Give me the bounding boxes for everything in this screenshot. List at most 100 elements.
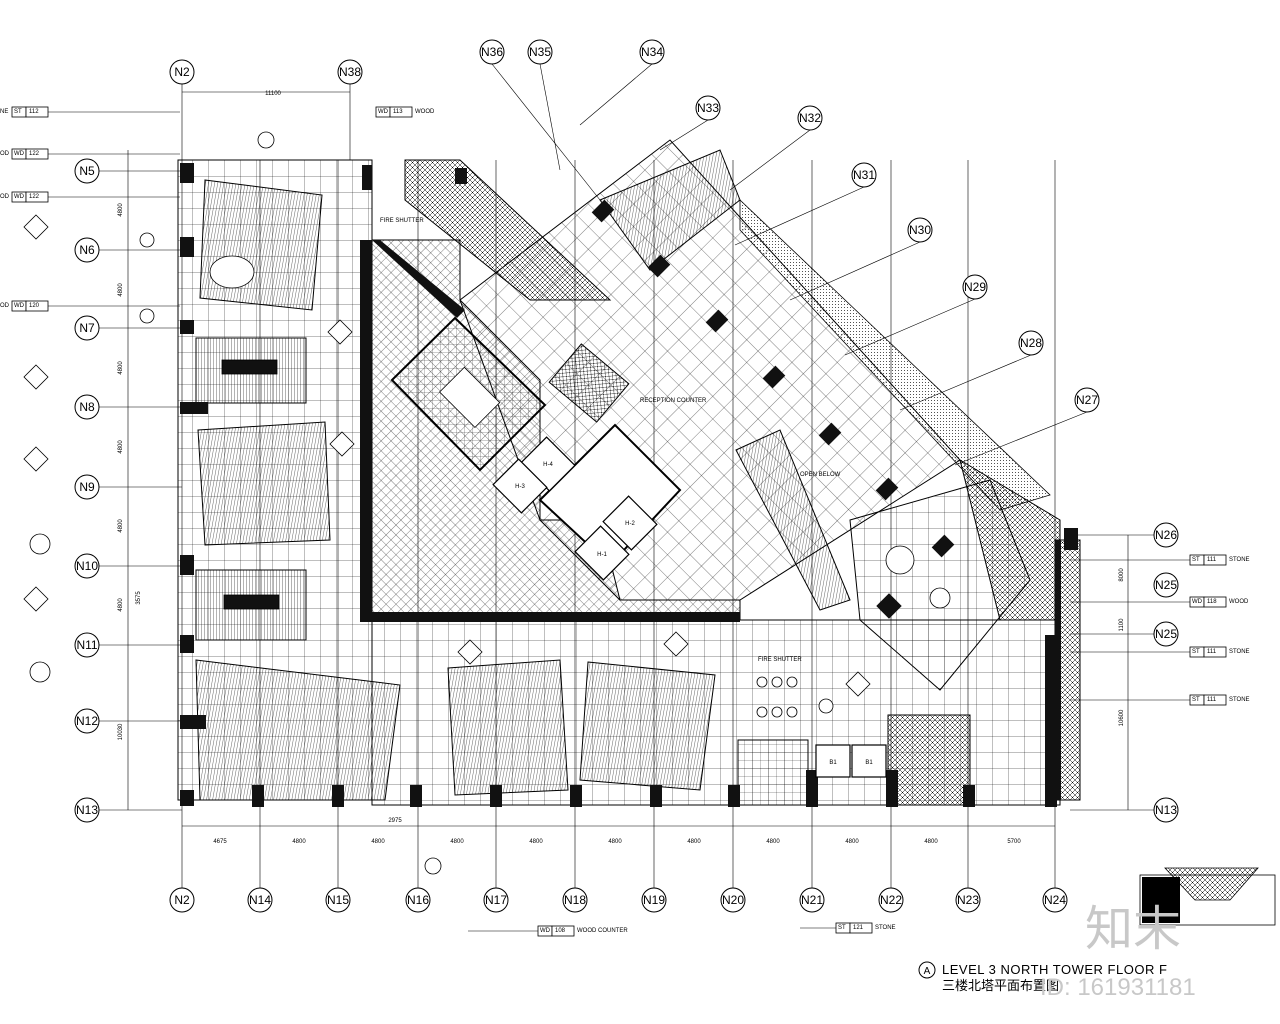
label-fire-shutter-1: FIRE SHUTTER xyxy=(380,218,424,224)
watermark: 知末 ID: 161931181 xyxy=(1040,903,1196,1001)
axis-line-diag-0 xyxy=(491,63,601,201)
label-fire-shutter-2: FIRE SHUTTER xyxy=(758,657,802,663)
walls xyxy=(180,163,1078,807)
dim-right-3: 10600 xyxy=(1119,709,1125,726)
axis-bubble-left-4-label: N9 xyxy=(79,480,95,494)
axis-bubble-left-0-label: N5 xyxy=(79,164,95,178)
tag-right-3-desc: STONE xyxy=(1229,697,1250,703)
axis-bubble-right-small: N25 xyxy=(1153,572,1179,598)
axis-bubble-right-1: N25 xyxy=(1153,621,1179,647)
watermark-id: ID: 161931181 xyxy=(1040,974,1196,1001)
axis-bubble-left-1-label: N6 xyxy=(79,243,95,257)
title-block: A LEVEL 3 NORTH TOWER FLOOR F 三楼北塔平面布置图 xyxy=(918,961,1167,993)
axis-bubble-left-7: N12 xyxy=(74,708,100,734)
label-open-below: OPEN BELOW xyxy=(800,472,841,478)
section-markers xyxy=(23,131,871,875)
axis-bubble-left-6-label: N11 xyxy=(76,638,97,652)
axis-bubble-bottom-3: N16 xyxy=(405,887,431,913)
axis-bubble-bottom-10-label: N23 xyxy=(957,893,979,907)
title-marker: A xyxy=(924,966,931,977)
floor-area xyxy=(177,139,1081,806)
axis-bubble-diag-8-label: N28 xyxy=(1020,336,1042,350)
lift-label-h1: H-1 xyxy=(597,552,607,558)
title-sub: 三楼北塔平面布置图 xyxy=(942,978,1059,993)
dim-left-6: 3575 xyxy=(136,591,142,605)
axis-bubble-bottom-8: N21 xyxy=(799,887,825,913)
axis-bubble-bottom-11-label: N24 xyxy=(1044,893,1066,907)
tag-right-3-num: 111 xyxy=(1207,697,1217,703)
dim-right-2: 1100 xyxy=(1119,618,1125,632)
dim-bottom-7: 4800 xyxy=(687,839,701,845)
axis-bubble-left-2-label: N7 xyxy=(79,321,95,335)
axis-bubble-diag-0-label: N36 xyxy=(481,45,503,59)
tag-left-0-code: ST xyxy=(14,109,22,115)
dim-left-8: 10030 xyxy=(118,723,124,740)
axis-bubble-left-8: N13 xyxy=(74,797,100,823)
axis-bubble-diag-2-label: N34 xyxy=(641,45,663,59)
dim-bottom-5: 4800 xyxy=(529,839,543,845)
axis-bubble-bottom-11: N24 xyxy=(1042,887,1068,913)
tag-right-0-desc: STONE xyxy=(1229,557,1250,563)
axis-bubble-bottom-4: N17 xyxy=(483,887,509,913)
axis-bubble-diag-3: N33 xyxy=(695,95,721,121)
dim-right-1: 8000 xyxy=(1119,568,1125,582)
axis-bubble-diag-0: N36 xyxy=(479,39,505,65)
axis-bubble-left-3-label: N8 xyxy=(79,400,95,414)
axis-bubble-diag-3-label: N33 xyxy=(697,101,719,115)
axis-bubble-bottom-2: N15 xyxy=(325,887,351,913)
tag-right-2-code: ST xyxy=(1192,649,1200,655)
axis-bubble-left-8-label: N13 xyxy=(76,803,98,817)
axis-bubble-bottom-1-label: N14 xyxy=(249,893,271,907)
tag-left-0-num: 112 xyxy=(29,109,39,115)
axis-bubble-bottom-5: N18 xyxy=(562,887,588,913)
dim-left-2: 4800 xyxy=(118,283,124,297)
axis-bubble-bottom-9-label: N22 xyxy=(880,893,902,907)
tag-right-2-desc: STONE xyxy=(1229,649,1250,655)
axis-bubble-bottom-3-label: N16 xyxy=(407,893,429,907)
dim-bottom-9: 4800 xyxy=(845,839,859,845)
axis-bubble-diag-7-label: N29 xyxy=(964,280,986,294)
tag-bottom-0-desc: WOOD COUNTER xyxy=(577,928,628,934)
axis-bubble-bottom-0-label: N2 xyxy=(174,893,190,907)
dim-bottom-10: 4800 xyxy=(924,839,938,845)
dim-bottom-6: 4800 xyxy=(608,839,622,845)
axis-bubble-diag-9: N27 xyxy=(1074,387,1100,413)
tag-bottom-0-code: WD xyxy=(540,928,551,934)
dim-bottom-8: 4800 xyxy=(766,839,780,845)
axis-bubble-right-small-label: N25 xyxy=(1155,578,1177,592)
tag-top-desc: WOOD xyxy=(415,109,435,115)
axis-bubble-left-6: N11 xyxy=(74,632,100,658)
dim-bottom-1: 4675 xyxy=(213,839,227,845)
watermark-logo-text: 知末 xyxy=(1085,903,1181,956)
axis-bubble-diag-5-label: N31 xyxy=(853,168,875,182)
axis-bubble-right-1-label: N25 xyxy=(1155,627,1177,641)
tag-left-0-desc: NE xyxy=(0,109,8,115)
tag-right-3: ST 111 STONE xyxy=(1189,694,1250,706)
axis-bubble-bottom-6-label: N19 xyxy=(643,893,665,907)
axis-bubble-diag-6-label: N30 xyxy=(909,223,931,237)
axis-line-diag-4 xyxy=(729,129,811,191)
tag-top-code: WD xyxy=(378,109,389,115)
axis-bubble-diag-4-label: N32 xyxy=(799,111,821,125)
axis-bubble-bottom-0: N2 xyxy=(169,887,195,913)
axis-bubble-diag-1-label: N35 xyxy=(529,45,551,59)
axis-bubble-top-1-label: N38 xyxy=(339,65,361,79)
axis-bubble-diag-9-label: N27 xyxy=(1076,393,1098,407)
tag-left-1-desc: OD xyxy=(0,151,10,157)
axis-bubble-diag-1: N35 xyxy=(527,39,553,65)
axis-bubble-diag-8: N28 xyxy=(1018,330,1044,356)
title-main: LEVEL 3 NORTH TOWER FLOOR F xyxy=(942,962,1167,977)
axis-bubble-bottom-2-label: N15 xyxy=(327,893,349,907)
axis-bubble-diag-4: N32 xyxy=(797,105,823,131)
lift-labels: H-4 H-3 H-2 H-1 B1 B1 xyxy=(515,462,873,766)
dim-left-4: 4800 xyxy=(118,440,124,454)
tag-right-0-code: ST xyxy=(1192,557,1200,563)
axis-bubble-diag-7: N29 xyxy=(962,274,988,300)
tag-right-3-code: ST xyxy=(1192,697,1200,703)
tag-left-2-num: 122 xyxy=(29,194,40,200)
